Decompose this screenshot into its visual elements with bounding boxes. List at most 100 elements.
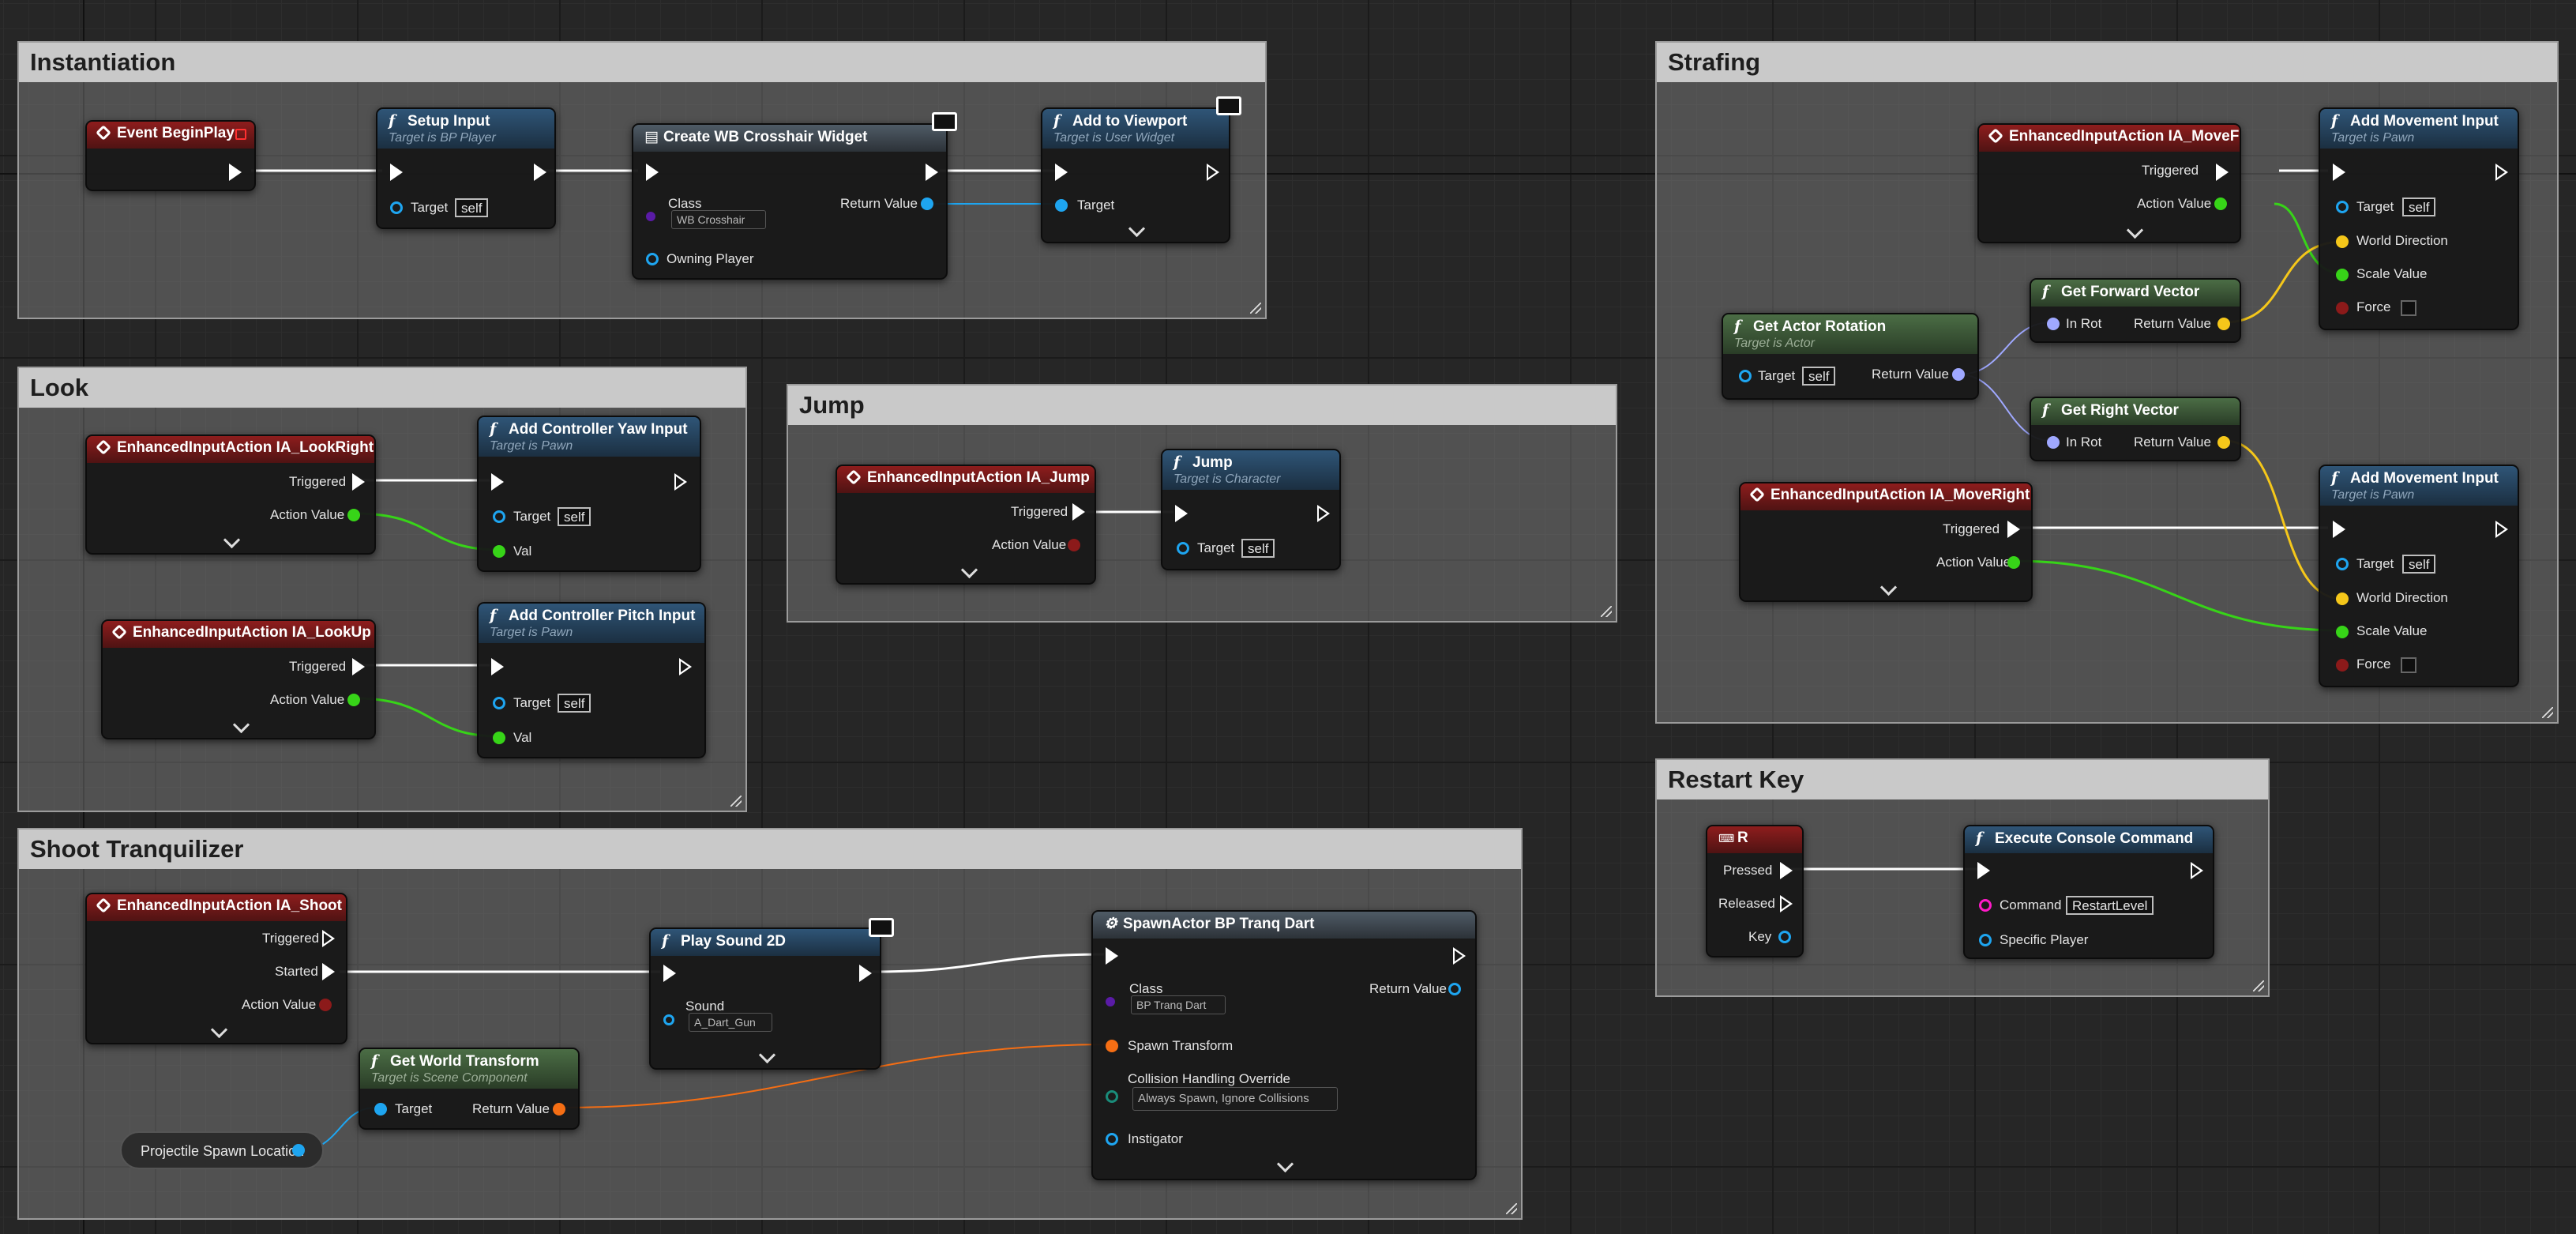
world-direction-pin[interactable] xyxy=(2336,593,2349,605)
exec-out-pin[interactable] xyxy=(322,963,335,980)
exec-in-pin[interactable] xyxy=(1175,505,1188,522)
resize-grip-icon[interactable] xyxy=(1506,1203,1517,1214)
expand-chevron-icon[interactable] xyxy=(1276,1155,1294,1173)
expand-chevron-icon[interactable] xyxy=(210,1021,228,1039)
node-header[interactable]: EnhancedInputAction IA_Jump xyxy=(837,466,1095,493)
action-value-pin[interactable] xyxy=(319,999,332,1011)
exec-out-pin[interactable] xyxy=(1780,862,1793,879)
in-rot-pin[interactable] xyxy=(2047,318,2060,330)
instigator-pin[interactable] xyxy=(1106,1133,1118,1146)
exec-out-pin[interactable] xyxy=(2007,521,2020,538)
return-value-pin[interactable] xyxy=(553,1103,565,1115)
comment-title[interactable]: Instantiation xyxy=(19,43,1265,82)
self-field[interactable]: self xyxy=(455,198,489,217)
exec-out-pin[interactable] xyxy=(1207,164,1219,181)
node-header[interactable]: EnhancedInputAction IA_Shoot xyxy=(87,894,346,921)
owning-player-pin[interactable] xyxy=(646,253,659,265)
exec-in-pin[interactable] xyxy=(1977,862,1990,879)
exec-out-pin[interactable] xyxy=(926,164,938,181)
node-ia-jump[interactable]: EnhancedInputAction IA_Jump Triggered Ac… xyxy=(836,465,1096,585)
exec-in-pin[interactable] xyxy=(491,473,504,491)
exec-out-pin[interactable] xyxy=(2495,521,2508,538)
exec-in-pin[interactable] xyxy=(646,164,659,181)
node-ia-moveright[interactable]: EnhancedInputAction IA_MoveRight Trigger… xyxy=(1739,482,2033,602)
comment-title[interactable]: Shoot Tranquilizer xyxy=(19,830,1521,869)
action-value-pin[interactable] xyxy=(1068,539,1080,551)
exec-out-pin[interactable] xyxy=(2191,862,2203,879)
target-pin[interactable] xyxy=(390,201,403,214)
key-pin[interactable] xyxy=(1778,931,1791,943)
class-pin[interactable] xyxy=(646,212,655,221)
node-ia-moveforward[interactable]: EnhancedInputAction IA_MoveForward Trigg… xyxy=(1977,123,2241,243)
resize-grip-icon[interactable] xyxy=(1250,303,1261,314)
exec-out-pin[interactable] xyxy=(859,965,872,982)
exec-in-pin[interactable] xyxy=(1106,947,1118,965)
self-field[interactable]: self xyxy=(558,694,591,713)
action-value-pin[interactable] xyxy=(347,509,360,521)
exec-out-pin[interactable] xyxy=(679,658,692,675)
return-value-pin[interactable] xyxy=(1448,983,1461,995)
exec-out-pin[interactable] xyxy=(2495,164,2508,181)
target-pin[interactable] xyxy=(2336,558,2349,570)
exec-in-pin[interactable] xyxy=(663,965,676,982)
node-header[interactable]: ⌨R xyxy=(1707,826,1802,853)
force-checkbox[interactable] xyxy=(2401,300,2416,316)
node-spawnactor-bp-tranq-dart[interactable]: ⚙SpawnActor BP Tranq Dart Class BP Tranq… xyxy=(1091,910,1477,1180)
target-pin[interactable] xyxy=(374,1103,387,1115)
expand-chevron-icon[interactable] xyxy=(232,716,250,734)
action-value-pin[interactable] xyxy=(347,694,360,706)
force-checkbox[interactable] xyxy=(2401,657,2416,673)
node-header[interactable]: EnhancedInputAction IA_LookUp xyxy=(103,621,374,648)
node-header[interactable]: Event BeginPlay xyxy=(87,122,254,149)
node-header[interactable]: EnhancedInputAction IA_MoveRight xyxy=(1740,483,2031,510)
expand-chevron-icon[interactable] xyxy=(1879,578,1898,596)
exec-out-pin[interactable] xyxy=(2216,164,2229,181)
expand-chevron-icon[interactable] xyxy=(960,561,978,579)
exec-in-pin[interactable] xyxy=(1055,164,1068,181)
resize-grip-icon[interactable] xyxy=(1601,606,1612,617)
in-rot-pin[interactable] xyxy=(2047,436,2060,449)
node-key-r[interactable]: ⌨R Pressed Released Key xyxy=(1706,825,1804,957)
target-pin[interactable] xyxy=(1177,542,1189,555)
val-pin[interactable] xyxy=(493,732,505,744)
self-field[interactable]: self xyxy=(558,507,591,526)
spawn-transform-pin[interactable] xyxy=(1106,1040,1118,1052)
comment-title[interactable]: Restart Key xyxy=(1657,760,2268,799)
world-direction-pin[interactable] xyxy=(2336,235,2349,248)
target-pin[interactable] xyxy=(493,697,505,709)
collision-select[interactable]: Always Spawn, Ignore Collisions xyxy=(1132,1087,1338,1111)
return-value-pin[interactable] xyxy=(1952,368,1965,381)
return-value-pin[interactable] xyxy=(921,198,933,210)
exec-out-pin[interactable] xyxy=(1780,895,1793,912)
force-pin[interactable] xyxy=(2336,659,2349,672)
node-ia-lookright[interactable]: EnhancedInputAction IA_LookRight Trigger… xyxy=(85,435,376,555)
target-pin[interactable] xyxy=(493,510,505,523)
target-pin[interactable] xyxy=(1739,370,1752,382)
exec-in-pin[interactable] xyxy=(390,164,403,181)
expand-chevron-icon[interactable] xyxy=(2126,221,2144,239)
exec-out-pin[interactable] xyxy=(534,164,546,181)
exec-in-pin[interactable] xyxy=(491,658,504,675)
class-select[interactable]: WB Crosshair xyxy=(671,210,766,229)
resize-grip-icon[interactable] xyxy=(730,796,742,807)
scale-value-pin[interactable] xyxy=(2336,269,2349,281)
collision-pin[interactable] xyxy=(1106,1090,1118,1103)
return-value-pin[interactable] xyxy=(2217,318,2230,330)
exec-out-pin[interactable] xyxy=(1072,503,1085,521)
resize-grip-icon[interactable] xyxy=(2253,980,2264,991)
node-header[interactable]: EnhancedInputAction IA_LookRight xyxy=(87,436,374,463)
expand-chevron-icon[interactable] xyxy=(758,1046,776,1064)
